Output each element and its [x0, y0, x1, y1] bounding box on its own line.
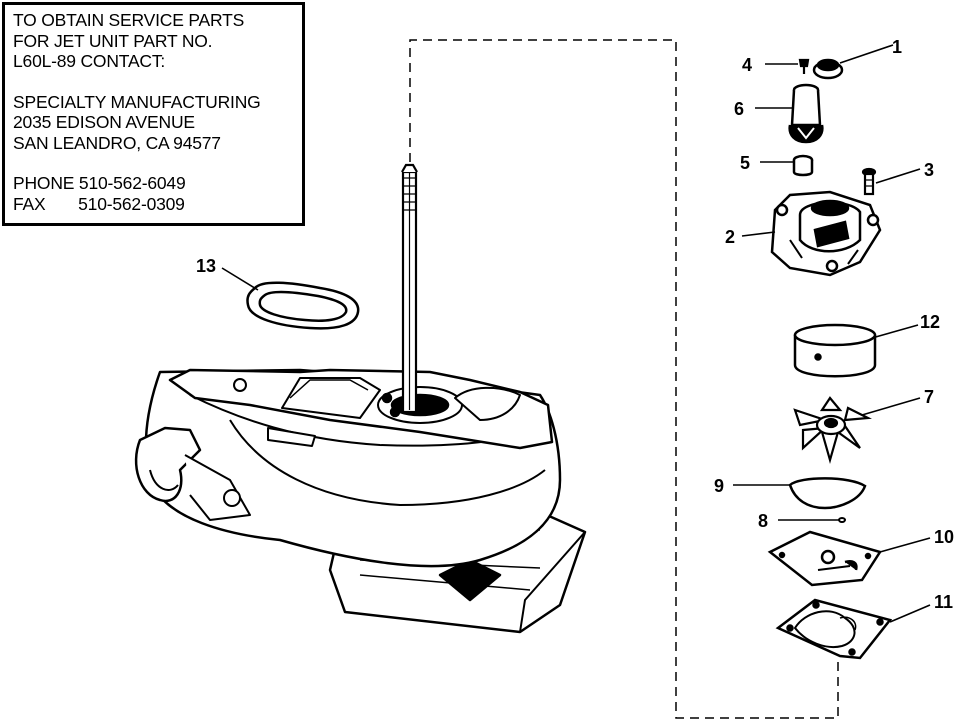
phone-line: PHONE 510-562-6049	[13, 173, 302, 194]
leader-1	[839, 44, 894, 64]
leader-3	[875, 168, 921, 184]
phone-label: PHONE	[13, 173, 75, 193]
leader-10	[879, 537, 931, 553]
intake-seal-ring	[246, 281, 360, 330]
street-address: 2035 EDISON AVENUE	[13, 112, 195, 132]
part-11-gasket-plate	[775, 598, 893, 660]
callout-5: 5	[740, 153, 750, 173]
leader-2	[741, 231, 776, 237]
part-1-cap	[812, 58, 844, 80]
contact-line-3: L60L-89 CONTACT:	[13, 51, 166, 71]
leader-13	[221, 267, 259, 291]
company-name: SPECIALTY MANUFACTURING	[13, 91, 261, 112]
callout-1: 1	[892, 37, 902, 57]
fax-number: 510-562-0309	[78, 193, 185, 214]
fax-line: FAX 510-562-0309	[13, 194, 302, 215]
part-6-tube	[788, 83, 824, 144]
part-5-insert	[792, 154, 814, 177]
exploded-view-guide-line	[409, 39, 839, 719]
callout-6: 6	[734, 99, 744, 119]
callout-13: 13	[196, 256, 216, 276]
contact-line-2: FOR JET UNIT PART NO.	[13, 30, 213, 51]
part-3-bolt	[861, 167, 877, 196]
part-2-pump-housing	[770, 190, 882, 277]
callout-10: 10	[934, 527, 954, 547]
callout-9: 9	[714, 476, 724, 496]
callout-2: 2	[725, 227, 735, 247]
part-7-impeller	[793, 396, 872, 465]
part-12-impeller-cup	[793, 323, 877, 378]
callout-3: 3	[924, 160, 934, 180]
callout-8: 8	[758, 511, 768, 531]
callout-4: 4	[742, 55, 752, 75]
callout-11: 11	[934, 592, 953, 612]
leader-11	[889, 604, 931, 623]
city-state-zip: SAN LEANDRO, CA 94577	[13, 132, 221, 153]
fax-label: FAX	[13, 193, 46, 214]
leader-lines	[221, 44, 931, 623]
part-4-screw	[798, 58, 810, 74]
drive-shaft	[401, 163, 418, 414]
leader-7	[861, 397, 921, 416]
callout-12: 12	[920, 312, 940, 332]
callout-labels: 1 4 6 5 3 2 13 12 7 9 8 10 11	[196, 37, 954, 612]
phone-number: 510-562-6049	[78, 173, 186, 193]
part-9-gasket	[788, 477, 867, 510]
part-10-plate	[767, 530, 882, 587]
steering-bracket	[134, 426, 202, 503]
leader-12	[871, 324, 919, 339]
callout-7: 7	[924, 387, 934, 407]
jet-housing-assembly	[134, 368, 587, 634]
service-parts-contact-box: TO OBTAIN SERVICE PARTS FOR JET UNIT PAR…	[2, 2, 305, 226]
part-8-pin	[838, 517, 846, 523]
contact-line-1: TO OBTAIN SERVICE PARTS	[13, 10, 245, 30]
